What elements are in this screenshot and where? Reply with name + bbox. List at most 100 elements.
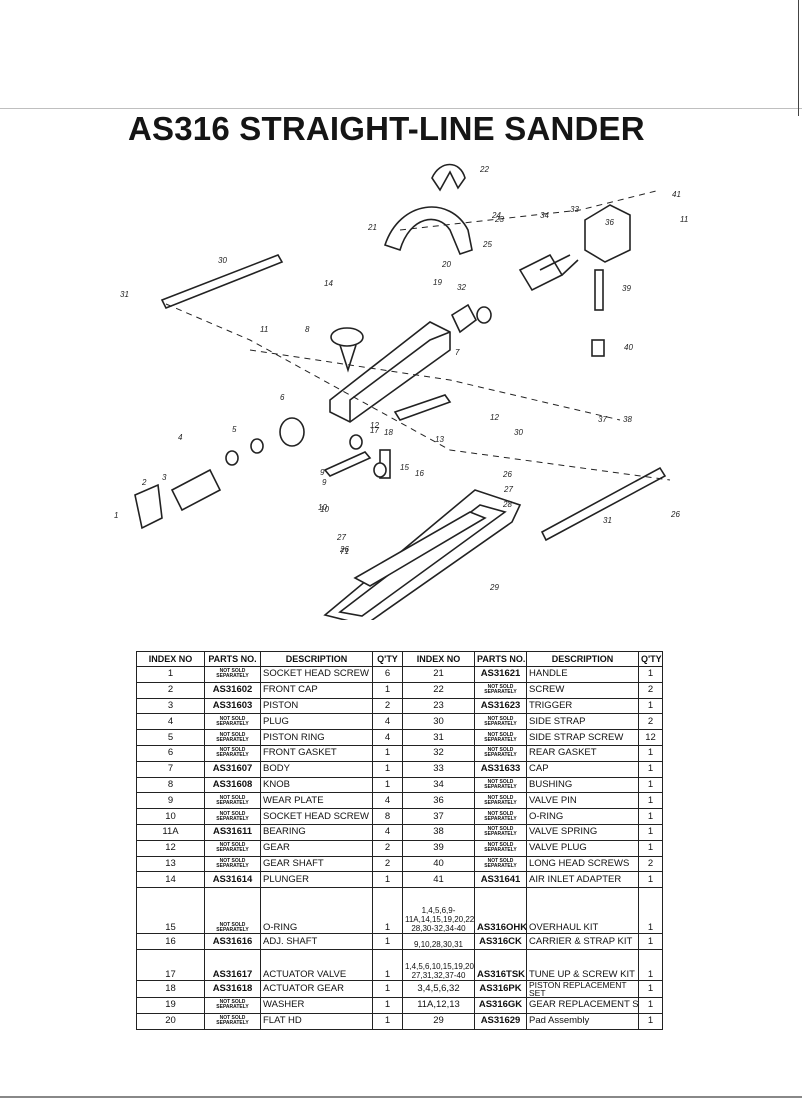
diagram-callout-label: 10 — [318, 503, 327, 512]
table-cell-l-part: NOT SOLD SEPARATELY — [204, 729, 261, 746]
table-cell-l-qty: 4 — [372, 713, 403, 731]
table-cell-r-idx: 33 — [402, 760, 475, 778]
table-cell-l-qty: 2 — [372, 855, 403, 873]
table-cell-l-idx: 13 — [136, 855, 205, 873]
table-cell-r-desc: SCREW — [526, 681, 639, 699]
table-cell-r-qty: 1 — [638, 808, 663, 825]
table-cell-r-desc: VALVE PLUG — [526, 839, 639, 857]
table-cell-l-qty: 8 — [372, 808, 403, 825]
table-cell-r-desc: BUSHING — [526, 776, 639, 794]
table-cell-l-idx: 3 — [136, 697, 205, 715]
table-cell-l-part: NOT SOLD SEPARATELY — [204, 887, 261, 935]
table-cell-r-part: NOT SOLD SEPARATELY — [474, 855, 527, 873]
table-cell-r-desc: VALVE PIN — [526, 792, 639, 810]
table-cell-r-part: NOT SOLD SEPARATELY — [474, 776, 527, 794]
table-cell-l-part: AS31603 — [204, 697, 261, 715]
diagram-callout-label: 11 — [680, 215, 688, 224]
table-cell-l-part: NOT SOLD SEPARATELY — [204, 808, 261, 825]
table-cell-r-qty: 1 — [638, 1012, 663, 1030]
table-cell-l-part: AS31607 — [204, 760, 261, 778]
table-cell-l-desc: WASHER — [260, 996, 373, 1014]
table-cell-r-desc: LONG HEAD SCREWS — [526, 855, 639, 873]
table-cell-r-desc: HANDLE — [526, 666, 639, 683]
table-cell-r-part: AS316CK — [474, 933, 527, 950]
table-cell-l-desc: ACTUATOR GEAR — [260, 979, 373, 998]
diagram-callout-label: 29 — [489, 583, 499, 592]
table-cell-r-idx: 9,10,28,30,31 — [402, 933, 475, 950]
table-cell-l-idx: 12 — [136, 839, 205, 857]
table-cell-r-qty: 1 — [638, 933, 663, 950]
table-header-row: INDEX NO PARTS NO. DESCRIPTION Q'TY INDE… — [136, 651, 663, 667]
table-cell-l-desc: SOCKET HEAD SCREW — [260, 666, 373, 683]
table-cell-l-desc: GEAR SHAFT — [260, 855, 373, 873]
diagram-callout-label: 10 — [320, 505, 329, 514]
diagram-callout-label: 15 — [400, 463, 409, 472]
diagram-callout-label: 33 — [570, 205, 579, 214]
table-cell-l-idx: 7 — [136, 760, 205, 778]
table-cell-l-qty: 1 — [372, 744, 403, 762]
table-cell-r-desc: GEAR REPLACEMENT SET — [526, 996, 639, 1014]
diagram-callout-label: 36 — [605, 218, 614, 227]
table-cell-r-idx: 32 — [402, 744, 475, 762]
table-cell-l-desc: ACTUATOR VALVE — [260, 948, 373, 981]
diagram-callout-label: 26 — [670, 510, 680, 519]
part-side-strap-top — [160, 254, 284, 310]
diagram-callout-label: 21 — [367, 223, 377, 232]
table-cell-r-desc: O-RING — [526, 808, 639, 825]
table-cell-l-desc: FLAT HD — [260, 1012, 373, 1030]
table-cell-r-desc: CAP — [526, 760, 639, 778]
table-cell-r-qty: 1 — [638, 823, 663, 841]
scan-bottom-line — [0, 1096, 802, 1098]
table-cell-r-idx: 36 — [402, 792, 475, 810]
scan-edge-line-vertical — [798, 0, 799, 116]
part-piston-right — [518, 253, 564, 292]
diagram-callout-label: 14 — [324, 279, 333, 288]
table-cell-l-qty: 4 — [372, 823, 403, 841]
table-cell-l-qty: 1 — [372, 760, 403, 778]
table-cell-l-idx: 11A — [136, 823, 205, 841]
part-valve-block — [584, 204, 631, 263]
table-cell-l-idx: 14 — [136, 871, 205, 889]
table-cell-r-idx: 29 — [402, 1012, 475, 1030]
table-cell-l-idx: 9 — [136, 792, 205, 810]
table-cell-r-part: AS316PK — [474, 979, 527, 998]
table-cell-r-part: AS31623 — [474, 697, 527, 715]
table-cell-r-idx: 1,4,5,6,10,15,19,20,22,25-27,31,32,37-40 — [402, 948, 475, 981]
diagram-callout-label: 71 — [340, 547, 349, 556]
part-trigger — [431, 163, 466, 192]
table-cell-l-qty: 1 — [372, 1012, 403, 1030]
table-cell-l-qty: 1 — [372, 979, 403, 998]
table-cell-l-idx: 18 — [136, 979, 205, 998]
table-cell-l-idx: 1 — [136, 666, 205, 683]
table-cell-r-qty: 1 — [638, 776, 663, 794]
table-cell-r-qty: 1 — [638, 744, 663, 762]
table-cell-l-desc: WEAR PLATE — [260, 792, 373, 810]
col-header: DESCRIPTION — [526, 651, 639, 667]
table-cell-l-desc: FRONT GASKET — [260, 744, 373, 762]
table-cell-l-part: NOT SOLD SEPARATELY — [204, 996, 261, 1014]
diagram-callout-label: 1 — [114, 511, 118, 520]
table-cell-r-desc: PISTON REPLACEMENT SET — [526, 979, 639, 998]
table-cell-l-part: NOT SOLD SEPARATELY — [204, 839, 261, 857]
table-cell-l-qty: 4 — [372, 792, 403, 810]
diagram-callout-label: 16 — [415, 469, 424, 478]
table-cell-r-desc: TUNE UP & SCREW KIT — [526, 948, 639, 981]
diagram-callout-label: 32 — [457, 283, 466, 292]
diagram-callout-label: 13 — [435, 435, 444, 444]
diagram-callout-label: 26 — [339, 545, 349, 554]
table-cell-l-qty: 1 — [372, 776, 403, 794]
table-cell-r-idx: 39 — [402, 839, 475, 857]
table-cell-l-idx: 20 — [136, 1012, 205, 1030]
table-cell-r-part: NOT SOLD SEPARATELY — [474, 713, 527, 731]
table-cell-r-desc: AIR INLET ADAPTER — [526, 871, 639, 889]
table-cell-r-idx: 1,4,5,6,9-11A,14,15,19,20,22,24-28,30-32… — [402, 887, 475, 935]
table-cell-l-desc: ADJ. SHAFT — [260, 933, 373, 950]
